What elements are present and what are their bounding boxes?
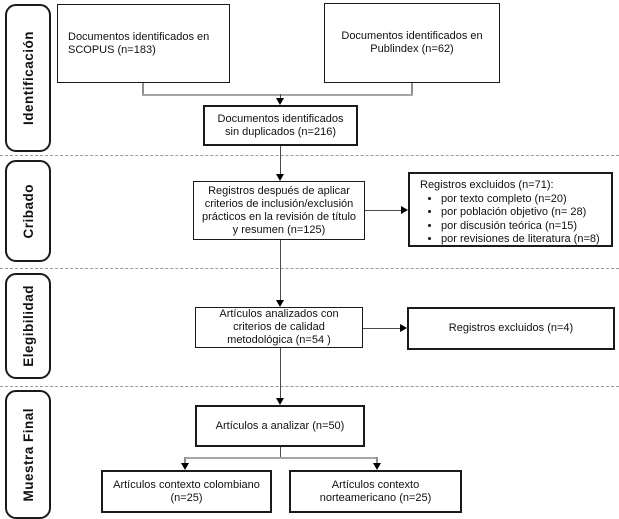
box-scopus: Documentos identificados en SCOPUS (n=18… bbox=[57, 4, 230, 83]
arrow-into-criterios bbox=[275, 174, 284, 181]
connector-analizar-split bbox=[279, 447, 281, 458]
stage-label: Elegibilidad bbox=[20, 285, 36, 367]
box-excluidos-4: Registros excluidos (n=4) bbox=[407, 307, 615, 350]
connector-calidad-excluidos4 bbox=[363, 327, 401, 329]
arrow-into-calidad bbox=[275, 300, 284, 307]
stage-muestra-final: Muestra Final bbox=[5, 390, 51, 519]
connector-criterios-calidad bbox=[279, 240, 281, 301]
box-contexto-colombiano: Artículos contexto colombiano (n=25) bbox=[101, 470, 272, 513]
connector-merge-horizontal bbox=[142, 94, 413, 96]
excluidos-71-item: por discusión teórica (n=15) bbox=[441, 220, 607, 234]
box-sin-duplicados: Documentos identificados sin duplicados … bbox=[203, 105, 358, 146]
box-a-analizar: Artículos a analizar (n=50) bbox=[195, 405, 365, 447]
stage-separator-2 bbox=[0, 268, 619, 269]
stage-identificacion: Identificación bbox=[5, 4, 51, 152]
connector-scopus-down bbox=[142, 83, 144, 96]
box-excluidos-71: Registros excluidos (n=71): por texto co… bbox=[408, 172, 613, 247]
connector-duplicados-criterios bbox=[279, 146, 281, 176]
stage-label: Cribado bbox=[20, 183, 36, 239]
stage-elegibilidad: Elegibilidad bbox=[5, 273, 51, 379]
box-contexto-norteamericano: Artículos contexto norteamericano (n=25) bbox=[289, 470, 462, 513]
connector-calidad-analizar bbox=[279, 348, 281, 399]
box-publindex: Documentos identificados en Publindex (n… bbox=[324, 3, 500, 83]
connector-split-left-stem bbox=[184, 457, 186, 464]
arrow-into-excluidos-4 bbox=[400, 324, 407, 332]
box-criterios-inclusion: Registros después de aplicar criterios d… bbox=[193, 181, 365, 240]
excluidos-71-list: por texto completo (n=20) por población … bbox=[420, 193, 607, 247]
stage-separator-1 bbox=[0, 155, 619, 156]
connector-publindex-down bbox=[411, 83, 413, 96]
stage-separator-3 bbox=[0, 386, 619, 387]
arrow-into-norteamericano bbox=[372, 463, 381, 470]
connector-split-horizontal bbox=[184, 457, 377, 459]
connector-criterios-excluidos71 bbox=[365, 209, 402, 211]
stage-label: Muestra Final bbox=[20, 407, 36, 502]
arrow-into-analizar bbox=[275, 398, 284, 405]
box-calidad-metodologica: Artículos analizados con criterios de ca… bbox=[195, 307, 363, 348]
excluidos-71-item: por población objetivo (n= 28) bbox=[441, 206, 607, 220]
arrow-into-colombiano bbox=[180, 463, 189, 470]
excluidos-71-item: por revisiones de literatura (n=8) bbox=[441, 233, 607, 247]
stage-label: Identificación bbox=[20, 30, 36, 125]
arrow-into-excluidos-71 bbox=[401, 206, 408, 214]
excluidos-71-item: por texto completo (n=20) bbox=[441, 193, 607, 207]
connector-merge-stem bbox=[279, 94, 281, 100]
stage-cribado: Cribado bbox=[5, 160, 51, 262]
connector-split-right-stem bbox=[376, 457, 378, 464]
arrow-into-sin-duplicados bbox=[275, 98, 284, 105]
excluidos-71-title: Registros excluidos (n=71): bbox=[420, 179, 554, 191]
